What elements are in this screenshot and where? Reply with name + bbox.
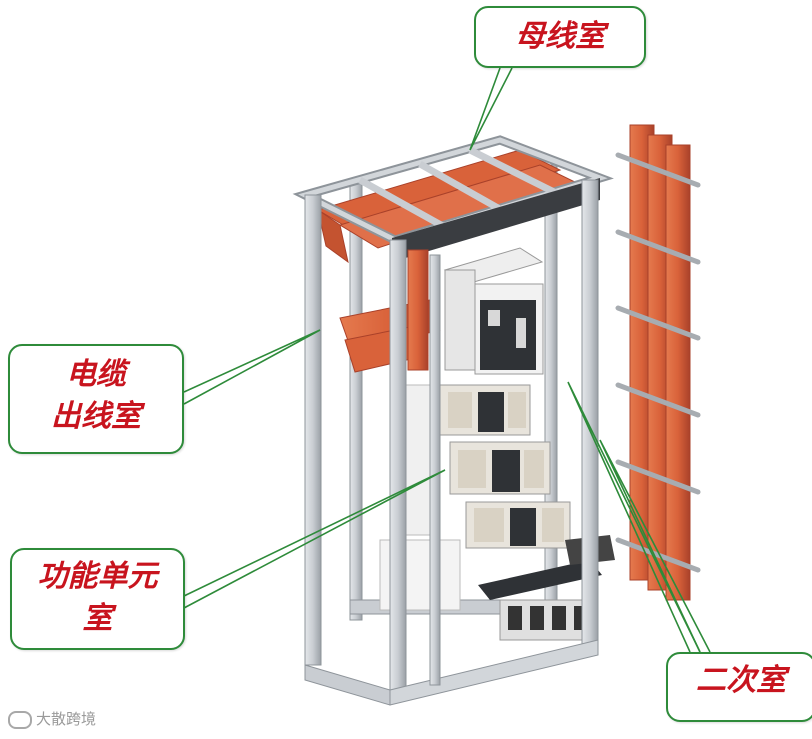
cabinet-top-frame xyxy=(292,135,614,262)
secondary-room-label: 二次室 xyxy=(666,652,812,722)
cable-outlet-text-line2: 出线室 xyxy=(51,399,141,434)
cable-outlet-text-line1: 电缆 xyxy=(66,357,126,392)
watermark-text: 大散跨境 xyxy=(36,710,97,728)
secondary-room-text: 二次室 xyxy=(696,663,786,698)
functional-unit-text-line1: 功能单元 xyxy=(37,559,158,594)
bottom-terminal-block xyxy=(478,535,615,641)
busbar-room-label: 母线室 xyxy=(474,6,646,68)
watermark-logo-icon xyxy=(8,710,32,729)
leader-lines xyxy=(183,67,711,653)
secondary-busbar-column xyxy=(615,124,701,601)
watermark: 大散跨境 xyxy=(8,708,96,729)
busbar-room-text: 母线室 xyxy=(515,19,605,54)
cabinet-front-frame xyxy=(304,179,599,706)
functional-unit-text-line2: 室 xyxy=(82,601,113,636)
cable-outlet-room-label: 电缆 出线室 xyxy=(8,344,184,454)
functional-unit-room-label: 功能单元 室 xyxy=(10,548,185,650)
main-circuit-breaker xyxy=(443,247,544,375)
